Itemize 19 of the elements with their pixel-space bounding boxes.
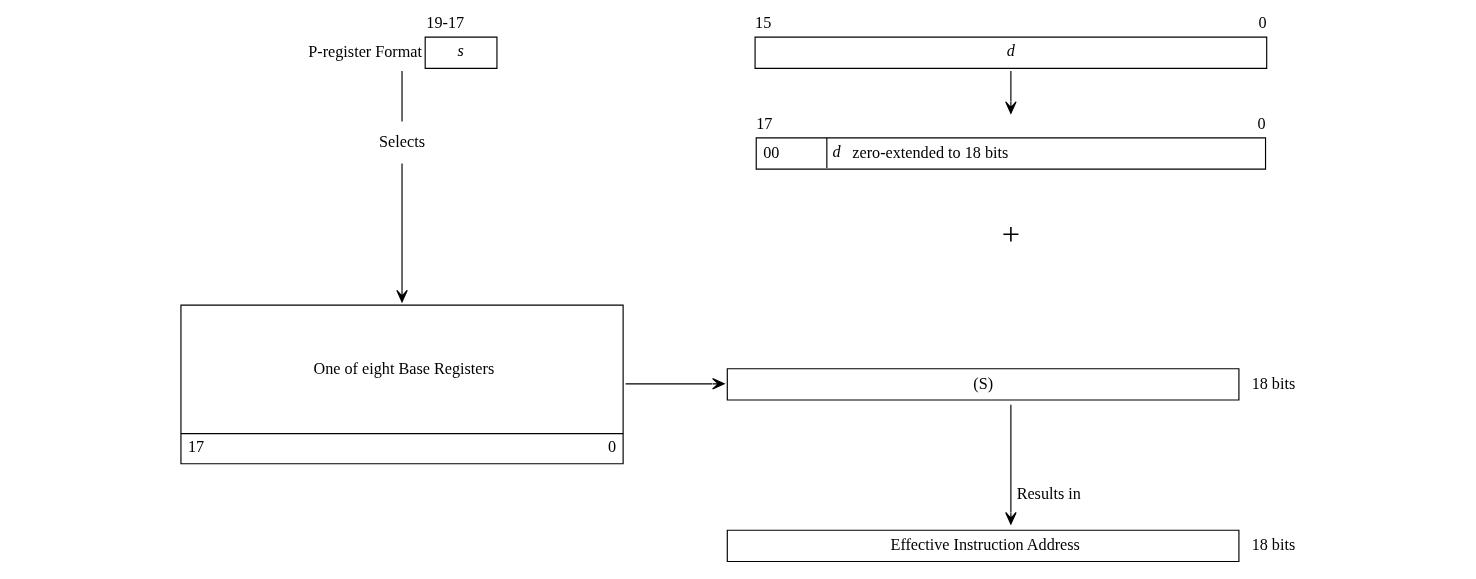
node-box: d xyxy=(754,36,1268,69)
arrow xyxy=(396,163,408,303)
arrow xyxy=(625,378,725,390)
node-label: 18 bits xyxy=(1251,374,1296,393)
node-label: 17 xyxy=(756,114,773,133)
node-label: 0 xyxy=(1258,14,1267,33)
node-label: 18 bits xyxy=(1251,536,1296,555)
arrow xyxy=(1005,70,1017,114)
node-text: Selects xyxy=(379,132,425,151)
node-label: P-register Format xyxy=(308,43,423,62)
label: + xyxy=(1001,215,1021,252)
edge-label: Results in xyxy=(1016,485,1081,504)
node-label: 15 xyxy=(755,14,772,33)
node-label: 0 xyxy=(1257,114,1266,133)
node-label: 19-17 xyxy=(426,14,465,33)
node-box: s xyxy=(424,36,498,69)
node-box: Effective Instruction Address xyxy=(726,529,1240,563)
arrow xyxy=(1005,404,1017,525)
node-box: (S) xyxy=(726,368,1240,401)
